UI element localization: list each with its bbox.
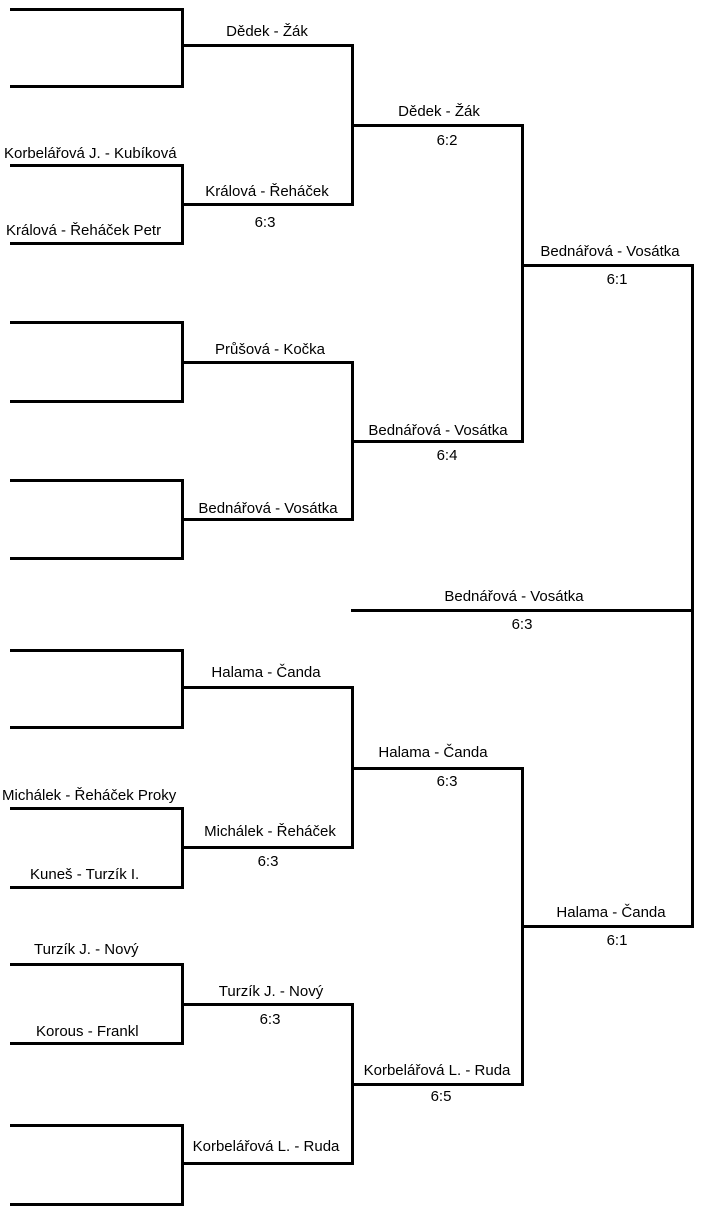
r1-player-label: Korbelářová J. - Kubíková — [4, 145, 177, 162]
r2-line-1 — [181, 44, 354, 47]
r1-player-label: Kuneš - Turzík I. — [30, 866, 140, 883]
r1-line-4a — [10, 479, 184, 482]
r2-team-label: Králová - Řeháček — [205, 183, 329, 200]
sf-line-1 — [521, 264, 694, 267]
r1-line-6a — [10, 807, 184, 810]
r2-team-label: Průšová - Kočka — [214, 341, 326, 358]
qf-team-label: Korbelářová L. - Ruda — [363, 1062, 511, 1079]
r1-line-1b — [10, 85, 184, 88]
r1-line-7a — [10, 963, 184, 966]
final-score: 6:3 — [511, 616, 533, 633]
r2-line-7 — [181, 1003, 354, 1006]
qf-vert-1 — [521, 124, 524, 443]
r2-score: 6:3 — [254, 214, 276, 231]
r2-line-5 — [181, 686, 354, 689]
r1-line-3a — [10, 321, 184, 324]
r2-line-2 — [181, 203, 354, 206]
qf-line-3 — [351, 767, 524, 770]
sf-score: 6:1 — [606, 932, 628, 949]
r2-team-label: Korbelářová L. - Ruda — [192, 1138, 340, 1155]
r1-line-7b — [10, 1042, 184, 1045]
r1-line-1a — [10, 8, 184, 11]
r1-player-label: Michálek - Řeháček Proky — [2, 787, 177, 804]
r2-line-3 — [181, 361, 354, 364]
r1-line-4b — [10, 557, 184, 560]
r2-line-4 — [181, 518, 354, 521]
qf-team-label: Dědek - Žák — [398, 103, 480, 120]
qf-score: 6:2 — [436, 132, 458, 149]
r2-team-label: Halama - Čanda — [211, 664, 321, 681]
sf-score: 6:1 — [606, 271, 628, 288]
final-line — [351, 609, 694, 612]
qf-team-label: Halama - Čanda — [378, 744, 488, 761]
r1-vert-1 — [181, 8, 184, 88]
r1-line-8a — [10, 1124, 184, 1127]
r2-line-8 — [181, 1162, 354, 1165]
qf-team-label: Bednářová - Vosátka — [368, 422, 508, 439]
sf-line-2 — [521, 925, 694, 928]
r2-score: 6:3 — [259, 1011, 281, 1028]
qf-score: 6:5 — [430, 1088, 452, 1105]
r1-line-5a — [10, 649, 184, 652]
qf-score: 6:3 — [436, 773, 458, 790]
qf-line-1 — [351, 124, 524, 127]
r2-team-label: Turzík J. - Nový — [218, 983, 324, 1000]
r2-line-6 — [181, 846, 354, 849]
r1-vert-5 — [181, 649, 184, 729]
r1-line-5b — [10, 726, 184, 729]
r1-player-label: Korous - Frankl — [36, 1023, 139, 1040]
sf-vert — [691, 264, 694, 928]
r1-line-2b — [10, 242, 184, 245]
qf-score: 6:4 — [436, 447, 458, 464]
r1-vert-8 — [181, 1124, 184, 1206]
r2-team-label: Michálek - Řeháček — [204, 823, 336, 840]
qf-line-2 — [351, 440, 524, 443]
sf-team-label: Bednářová - Vosátka — [540, 243, 680, 260]
r1-player-label: Králová - Řeháček Petr — [6, 222, 162, 239]
r1-line-6b — [10, 886, 184, 889]
final-winner-label: Bednářová - Vosátka — [444, 588, 584, 605]
r2-team-label: Dědek - Žák — [226, 23, 308, 40]
r1-line-8b — [10, 1203, 184, 1206]
r2-team-label: Bednářová - Vosátka — [198, 500, 338, 517]
r1-line-3b — [10, 400, 184, 403]
r1-line-2a — [10, 164, 184, 167]
r1-player-label: Turzík J. - Nový — [34, 941, 139, 958]
qf-line-4 — [351, 1083, 524, 1086]
sf-team-label: Halama - Čanda — [556, 904, 666, 921]
r2-score: 6:3 — [257, 853, 279, 870]
